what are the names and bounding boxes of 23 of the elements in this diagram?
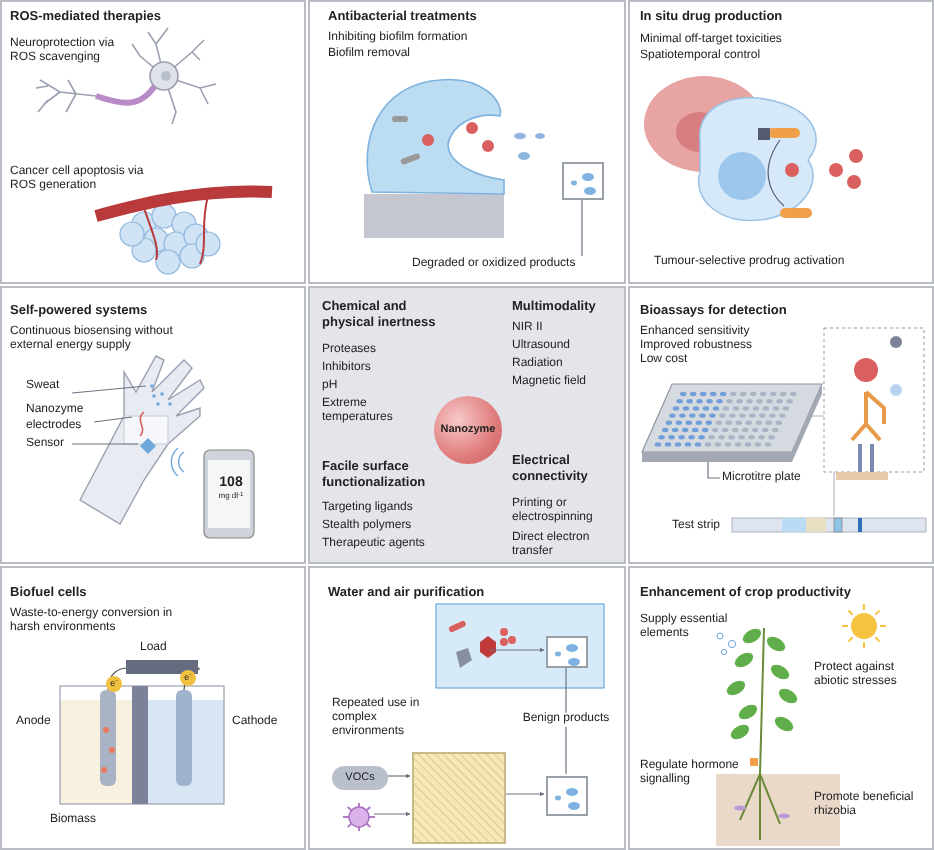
product-box [546, 636, 588, 668]
arrow [503, 791, 545, 797]
properties-panel [308, 286, 626, 564]
leader-line [565, 665, 567, 775]
leader-line [71, 385, 147, 394]
filter-membrane [412, 752, 506, 844]
sensor-icon [140, 438, 156, 454]
arrow [385, 773, 411, 779]
product-box [562, 162, 604, 200]
voc-cloud [332, 766, 388, 790]
electrode-icon [134, 410, 150, 438]
arrow [489, 647, 545, 653]
leader-line [93, 416, 133, 423]
leader-line [581, 197, 583, 257]
application-panel [0, 0, 306, 284]
virus-icon [342, 802, 376, 832]
leader-line [71, 443, 139, 445]
arrow [373, 811, 411, 817]
leader-line [707, 461, 721, 479]
product-box [546, 776, 588, 816]
sweat-drops-icon [148, 382, 174, 408]
application-panel [628, 286, 934, 564]
microplate-drawing [640, 382, 826, 464]
